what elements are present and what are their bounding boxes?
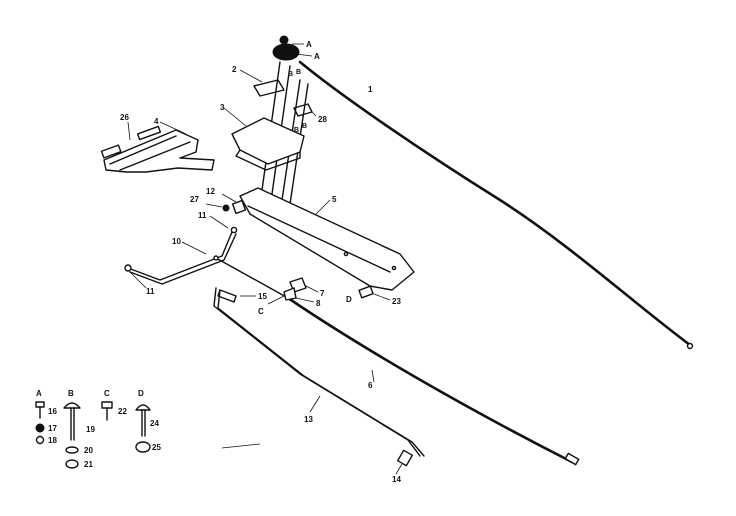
callout-13: 13 <box>304 415 313 424</box>
callout-A-1: A <box>306 40 312 49</box>
callout-14: 14 <box>392 475 401 484</box>
hardware-letter-A: A <box>36 389 42 398</box>
hardware-part-20: 20 <box>84 446 93 455</box>
callout-11-lower: 11 <box>146 287 155 296</box>
hardware-letter-B: B <box>68 389 74 398</box>
part-13-rod <box>213 287 425 457</box>
part-23-fastener <box>358 285 391 301</box>
part-14-spring <box>395 449 414 475</box>
part-5-frame-bar <box>239 187 415 291</box>
callout-8: 8 <box>316 299 321 308</box>
callout-6: 6 <box>368 381 373 390</box>
part-15-spring <box>217 289 256 303</box>
control-knob <box>272 35 313 61</box>
hardware-C <box>101 401 113 421</box>
callout-A-2: A <box>314 52 320 61</box>
callout-11-upper: 11 <box>198 211 207 220</box>
part-12-27-bolt-nut <box>205 193 247 215</box>
callout-7: 7 <box>320 289 325 298</box>
hardware-key <box>35 401 151 469</box>
callout-1: 1 <box>368 85 373 94</box>
hardware-letter-D: D <box>138 389 144 398</box>
hardware-key-labels: A B C D 16 17 18 19 20 21 22 24 25 <box>36 389 161 469</box>
hardware-part-21: 21 <box>84 460 93 469</box>
part-28-label-plate <box>293 103 317 117</box>
callout-2: 2 <box>232 65 237 74</box>
part-7-8-clamp <box>267 277 319 305</box>
part-10-rod <box>124 215 238 289</box>
stray-mark <box>221 443 261 449</box>
hardware-part-22: 22 <box>118 407 127 416</box>
callout-10: 10 <box>172 237 181 246</box>
hardware-part-19: 19 <box>86 425 95 434</box>
hardware-part-25: 25 <box>152 443 161 452</box>
part-3-bracket <box>223 107 305 171</box>
callout-27: 27 <box>190 195 199 204</box>
hardware-D <box>135 404 151 453</box>
callout-D: D <box>346 295 352 304</box>
hardware-B <box>63 402 81 469</box>
hardware-part-24: 24 <box>150 419 159 428</box>
callout-5: 5 <box>332 195 337 204</box>
hardware-part-16: 16 <box>48 407 57 416</box>
callout-B-4: B <box>302 123 307 130</box>
callout-labels: 1 2 3 4 5 6 7 8 10 11 11 12 13 14 15 23 … <box>120 40 401 484</box>
part-6-cable <box>213 255 580 466</box>
hardware-part-17: 17 <box>48 424 57 433</box>
hardware-part-18: 18 <box>48 436 57 445</box>
part-1-cable <box>298 60 694 350</box>
callout-B-3: B <box>294 127 299 134</box>
hardware-letter-C: C <box>104 389 110 398</box>
callout-26: 26 <box>120 113 129 122</box>
callout-C: C <box>258 307 264 316</box>
callout-15: 15 <box>258 292 267 301</box>
part-4-handle-bracket <box>100 121 215 173</box>
callout-B-1: B <box>288 71 293 78</box>
callout-12: 12 <box>206 187 215 196</box>
callout-28: 28 <box>318 115 327 124</box>
callout-3: 3 <box>220 103 225 112</box>
hardware-A <box>35 401 45 445</box>
callout-4: 4 <box>154 117 159 126</box>
callout-23: 23 <box>392 297 401 306</box>
callout-B-2: B <box>296 69 301 76</box>
